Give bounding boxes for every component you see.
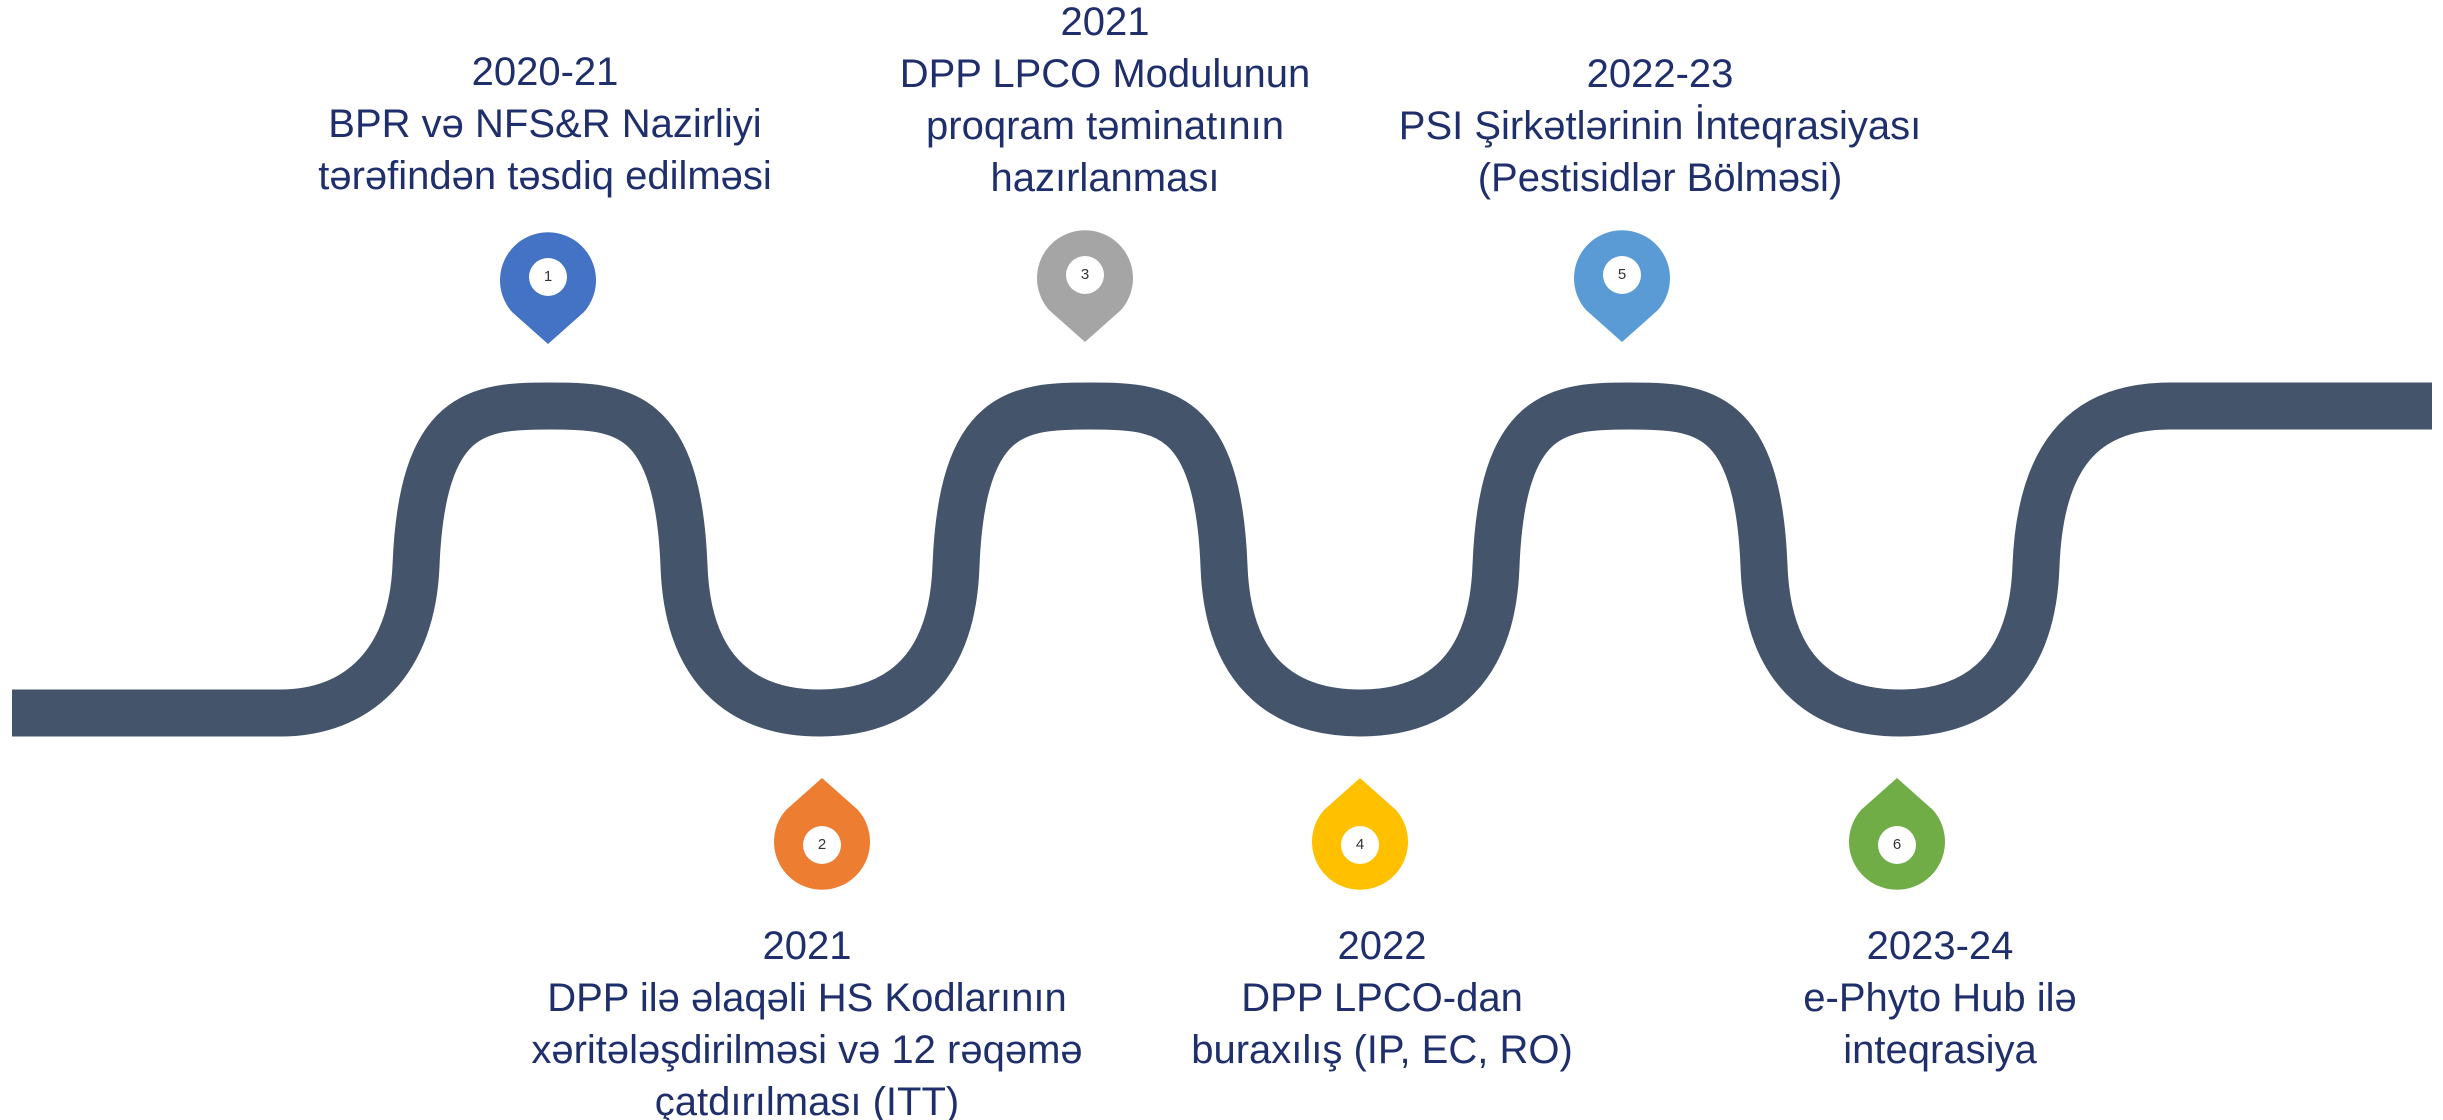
milestone-2-line-2: xəritələşdirilməsi və 12 rəqəmə [531, 1028, 1083, 1072]
milestone-3-pin: 3 [1035, 226, 1135, 346]
milestone-5-label: 2022-23 PSI Şirkətlərinin İnteqrasiyası … [1350, 48, 1970, 204]
milestone-5-pin: 5 [1572, 226, 1672, 346]
milestone-6-line-1: e-Phyto Hub ilə [1803, 976, 2077, 1020]
milestone-3-line-1: DPP LPCO Modulunun [899, 52, 1311, 96]
milestone-4-line-2: buraxılış (IP, EC, RO) [1191, 1028, 1573, 1072]
milestone-1-line-2: tərəfindən təsdiq edilməsi [318, 154, 772, 198]
milestone-5-number: 5 [1617, 266, 1627, 283]
milestone-3-year: 2021 [1060, 0, 1150, 44]
road-path [12, 382, 2432, 737]
milestone-5-line-1: PSI Şirkətlərinin İnteqrasiyası [1398, 104, 1922, 148]
milestone-3-line-2: proqram təminatının [926, 104, 1284, 148]
milestone-1-number: 1 [543, 268, 553, 285]
milestone-4-year: 2022 [1337, 924, 1427, 968]
milestone-6-label: 2023-24 e-Phyto Hub ilə inteqrasiya [1630, 920, 2250, 1076]
milestone-1-year: 2020-21 [471, 50, 619, 94]
milestone-3-line-3: hazırlanması [990, 156, 1220, 200]
milestone-2-year: 2021 [762, 924, 852, 968]
milestone-5-year: 2022-23 [1586, 52, 1734, 96]
milestone-2-line-3: çatdırılması (ITT) [654, 1080, 960, 1120]
milestone-2-pin: 2 [772, 774, 872, 894]
milestone-6-pin: 6 [1847, 774, 1947, 894]
milestone-1-pin: 1 [498, 228, 598, 348]
milestone-5-line-2: (Pestisidlər Bölməsi) [1477, 156, 1843, 200]
milestone-3-number: 3 [1080, 266, 1090, 283]
milestone-1-line-1: BPR və NFS&R Nazirliyi [328, 102, 762, 146]
milestone-4-label: 2022 DPP LPCO-dan buraxılış (IP, EC, RO) [1072, 920, 1692, 1076]
milestone-3-label: 2021 DPP LPCO Modulunun proqram təminatı… [795, 0, 1415, 204]
milestone-6-number: 6 [1892, 836, 1902, 853]
milestone-2-number: 2 [817, 836, 827, 853]
milestone-2-line-1: DPP ilə əlaqəli HS Kodlarının [547, 976, 1067, 1020]
milestone-6-line-2: inteqrasiya [1843, 1028, 2037, 1072]
milestone-4-number: 4 [1355, 836, 1365, 853]
milestone-4-pin: 4 [1310, 774, 1410, 894]
milestone-4-line-1: DPP LPCO-dan [1241, 976, 1523, 1020]
milestone-1-label: 2020-21 BPR və NFS&R Nazirliyi tərəfində… [235, 46, 855, 202]
milestone-2-label: 2021 DPP ilə əlaqəli HS Kodlarının xərit… [497, 920, 1117, 1120]
milestone-6-year: 2023-24 [1866, 924, 2014, 968]
